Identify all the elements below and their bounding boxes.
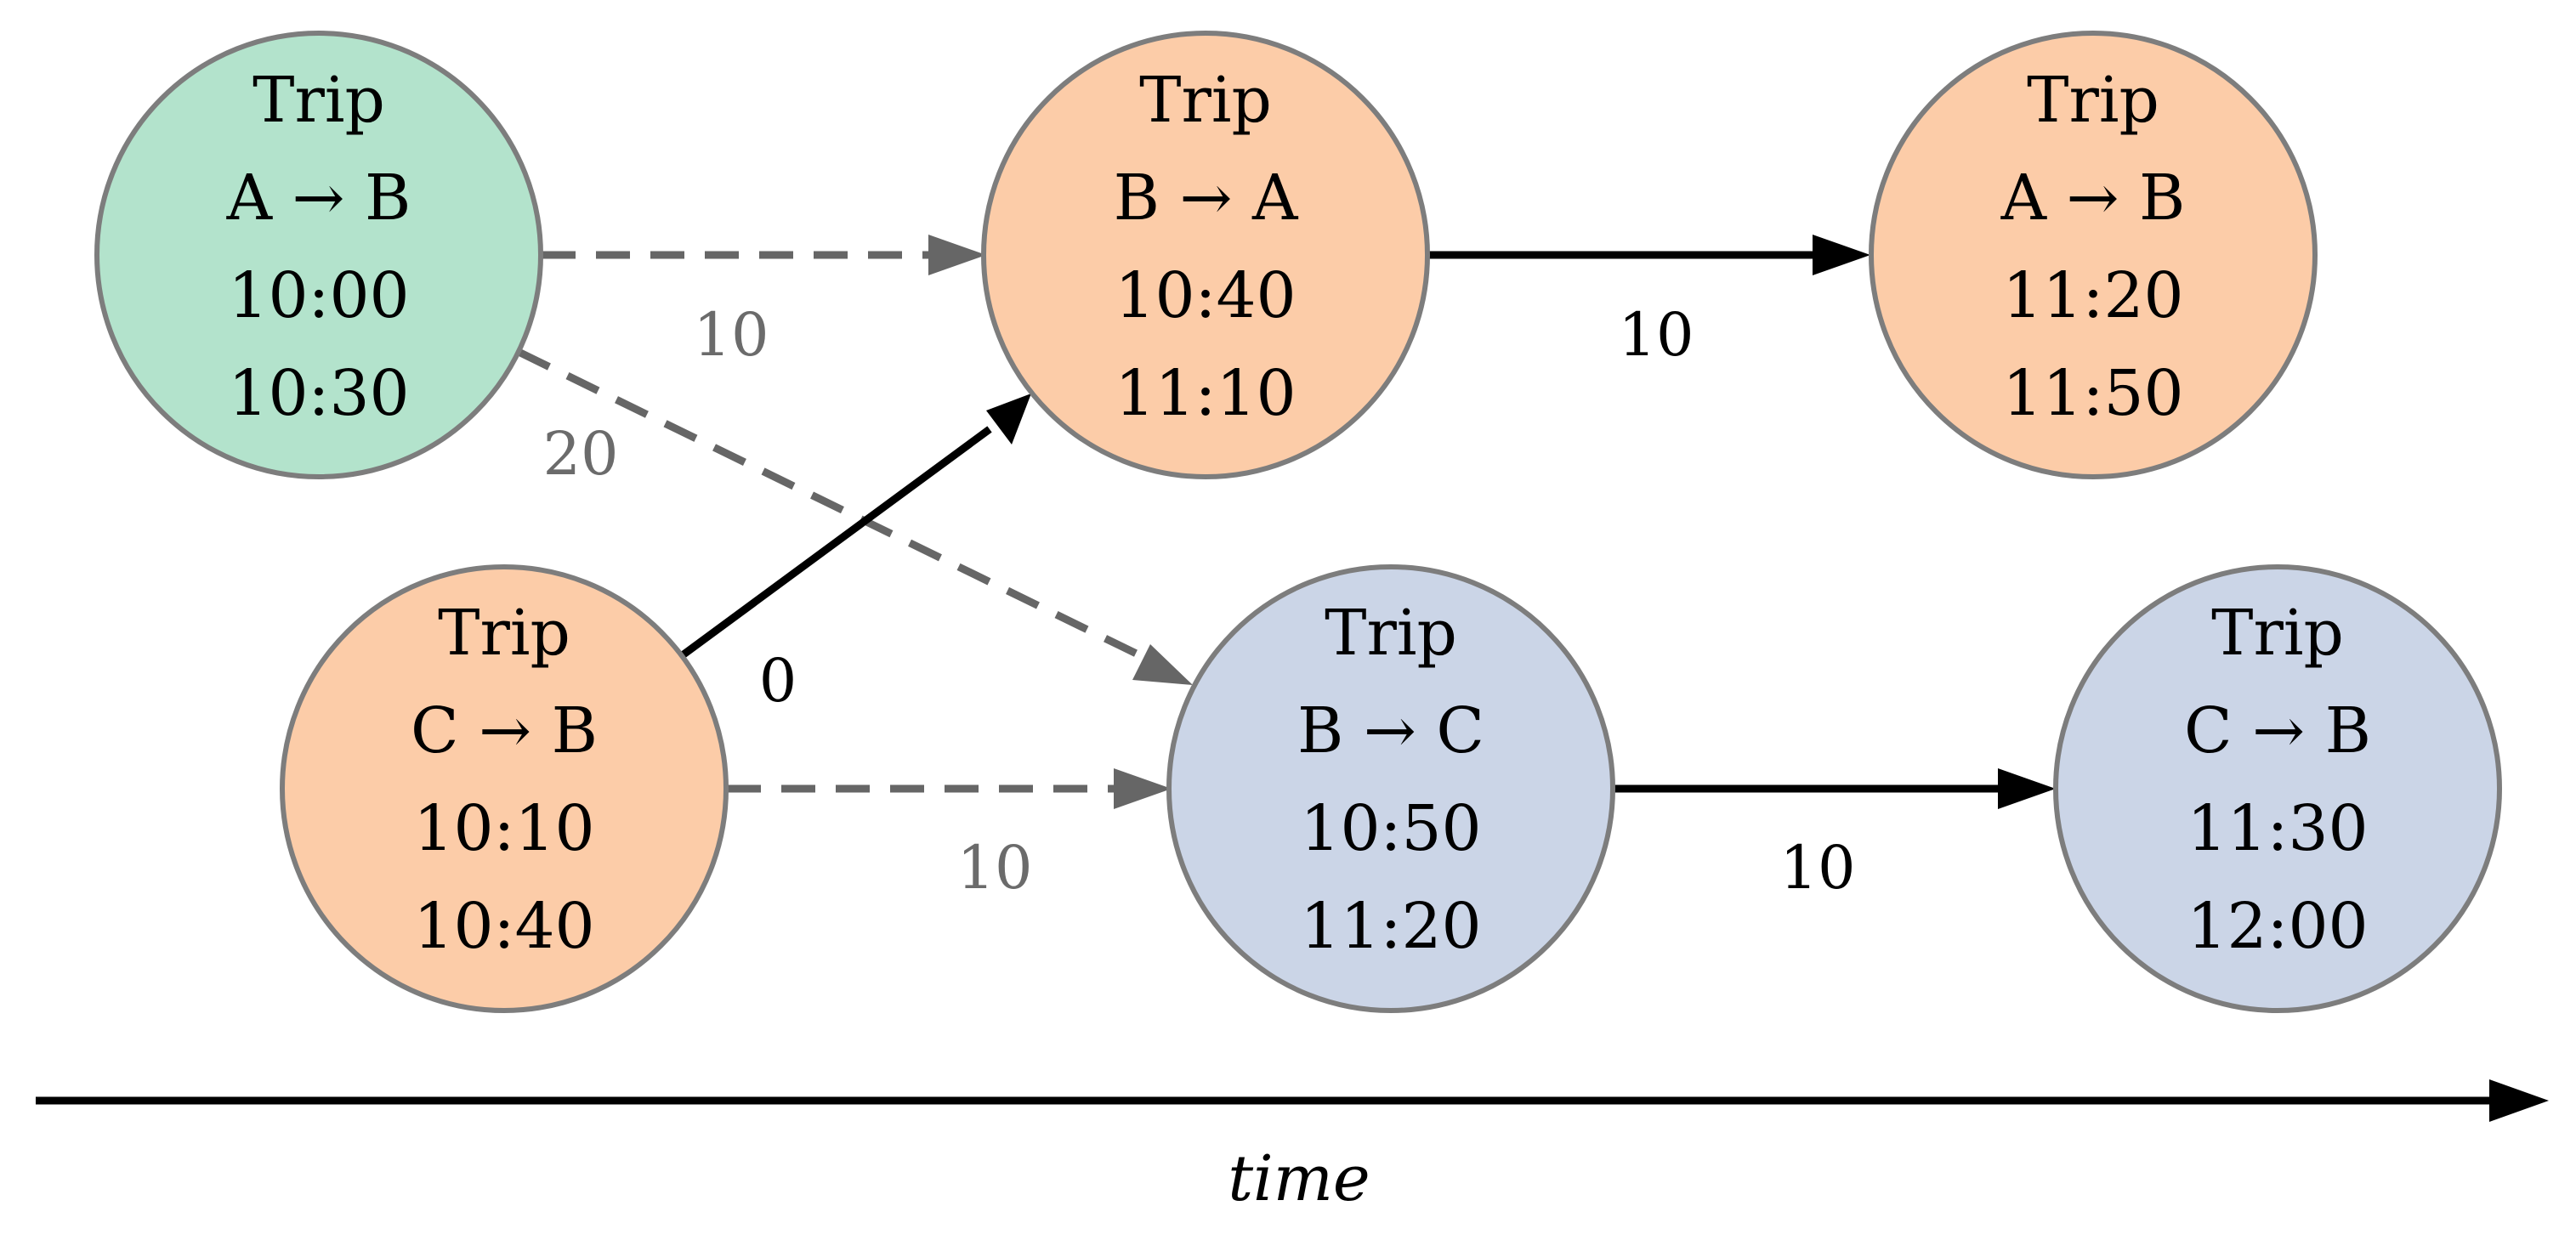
trip-node-route: B → C: [1297, 694, 1484, 767]
trip-node-end-time: 12:00: [2187, 890, 2368, 963]
trip-node-title: Trip: [2027, 64, 2159, 137]
time-axis-arrowhead: [2489, 1079, 2549, 1122]
trip-node-title: Trip: [2211, 597, 2344, 670]
trip-node-title: Trip: [1325, 597, 1457, 670]
trip-node-end-time: 11:10: [1115, 357, 1296, 430]
trip-node-circle: [2053, 564, 2502, 1013]
trip-node-route: C → B: [2184, 694, 2371, 767]
trip-node-route: B → A: [1114, 161, 1299, 235]
edge-trip5-trip6: [1611, 768, 2056, 809]
trip-node-start-time: 10:10: [413, 792, 594, 865]
trip-node-start-time: 10:40: [1115, 259, 1296, 332]
trip-node-title: Trip: [1139, 64, 1272, 137]
trip-node: Trip B → A 10:40 11:10: [981, 31, 1430, 479]
edge-label-trip4-trip5: 10: [956, 833, 1032, 903]
trip-node-circle: [1869, 31, 2318, 479]
edge-label-trip5-trip6: 10: [1779, 833, 1855, 903]
time-axis: time: [36, 1079, 2549, 1215]
edge-trip2-trip3: [1427, 235, 1870, 275]
trip-node-circle: [1166, 564, 1615, 1013]
trip-node-route: A → B: [226, 161, 411, 235]
trip-node-end-time: 11:50: [2002, 357, 2183, 430]
edge-label-trip1-trip5: 20: [542, 419, 618, 489]
edge-trip4-trip5: [727, 768, 1172, 809]
trip-node-start-time: 11:30: [2187, 792, 2368, 865]
nodes-layer: Trip A → B 10:00 10:30 Trip B → A 10:40 …: [94, 31, 2502, 1013]
trip-node: Trip C → B 10:10 10:40: [280, 564, 729, 1013]
trip-node-end-time: 11:20: [1300, 890, 1481, 963]
trip-node-end-time: 10:30: [228, 357, 409, 430]
trip-node-route: C → B: [411, 694, 598, 767]
time-axis-label: time: [1228, 1142, 1370, 1215]
edge-trip1-trip5: [517, 348, 1193, 685]
edge-labels-layer: 10 20 10 0 10 10: [542, 300, 1855, 903]
edge-label-trip4-trip2: 0: [759, 646, 797, 716]
trip-node-title: Trip: [252, 64, 385, 137]
trip-node: Trip A → B 10:00 10:30: [94, 31, 543, 479]
edge-label-trip2-trip3: 10: [1618, 300, 1694, 370]
edge-trip1-trip2: [542, 235, 986, 275]
trip-node-circle: [981, 31, 1430, 479]
edge-trip4-trip2: [678, 394, 1031, 660]
trip-node: Trip B → C 10:50 11:20: [1166, 564, 1615, 1013]
edge-label-trip1-trip2: 10: [693, 300, 769, 370]
trip-node-circle: [94, 31, 543, 479]
edges-layer: [517, 235, 2056, 809]
trip-node-start-time: 10:50: [1300, 792, 1481, 865]
trip-node-title: Trip: [438, 597, 570, 670]
trip-node-start-time: 10:00: [228, 259, 409, 332]
trip-node: Trip A → B 11:20 11:50: [1869, 31, 2318, 479]
trip-node-circle: [280, 564, 729, 1013]
trip-node-end-time: 10:40: [413, 890, 594, 963]
trip-node-route: A → B: [2000, 161, 2186, 235]
trip-node: Trip C → B 11:30 12:00: [2053, 564, 2502, 1013]
trip-node-start-time: 11:20: [2002, 259, 2183, 332]
